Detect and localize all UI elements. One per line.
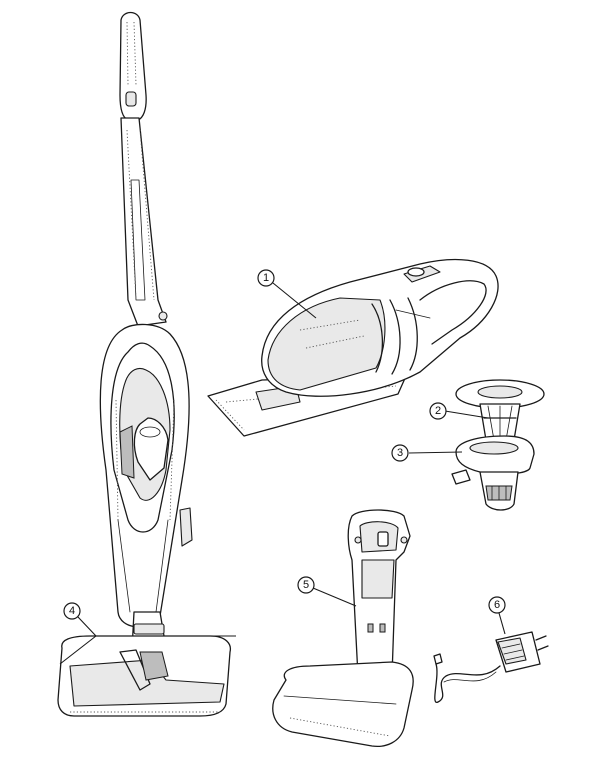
callout-5: 5 xyxy=(297,576,315,594)
dust-container-illustration xyxy=(451,435,535,511)
callout-1: 1 xyxy=(257,269,275,287)
charging-stand-illustration xyxy=(272,509,414,748)
leader-lines xyxy=(59,282,506,665)
callout-6-label: 6 xyxy=(494,599,500,611)
callout-1-label: 1 xyxy=(263,272,269,284)
callout-3-label: 3 xyxy=(397,447,403,459)
callout-5-label: 5 xyxy=(303,579,309,591)
callout-3: 3 xyxy=(391,444,409,462)
handheld-vacuum-illustration xyxy=(207,258,499,437)
power-adapter-illustration xyxy=(433,631,549,703)
callout-4-label: 4 xyxy=(69,605,75,617)
callout-2-label: 2 xyxy=(435,405,441,417)
filter-illustration xyxy=(455,379,545,446)
callout-2: 2 xyxy=(429,402,447,420)
callout-6: 6 xyxy=(488,596,506,614)
callout-4: 4 xyxy=(63,602,81,620)
stick-vacuum-illustration xyxy=(57,11,232,717)
